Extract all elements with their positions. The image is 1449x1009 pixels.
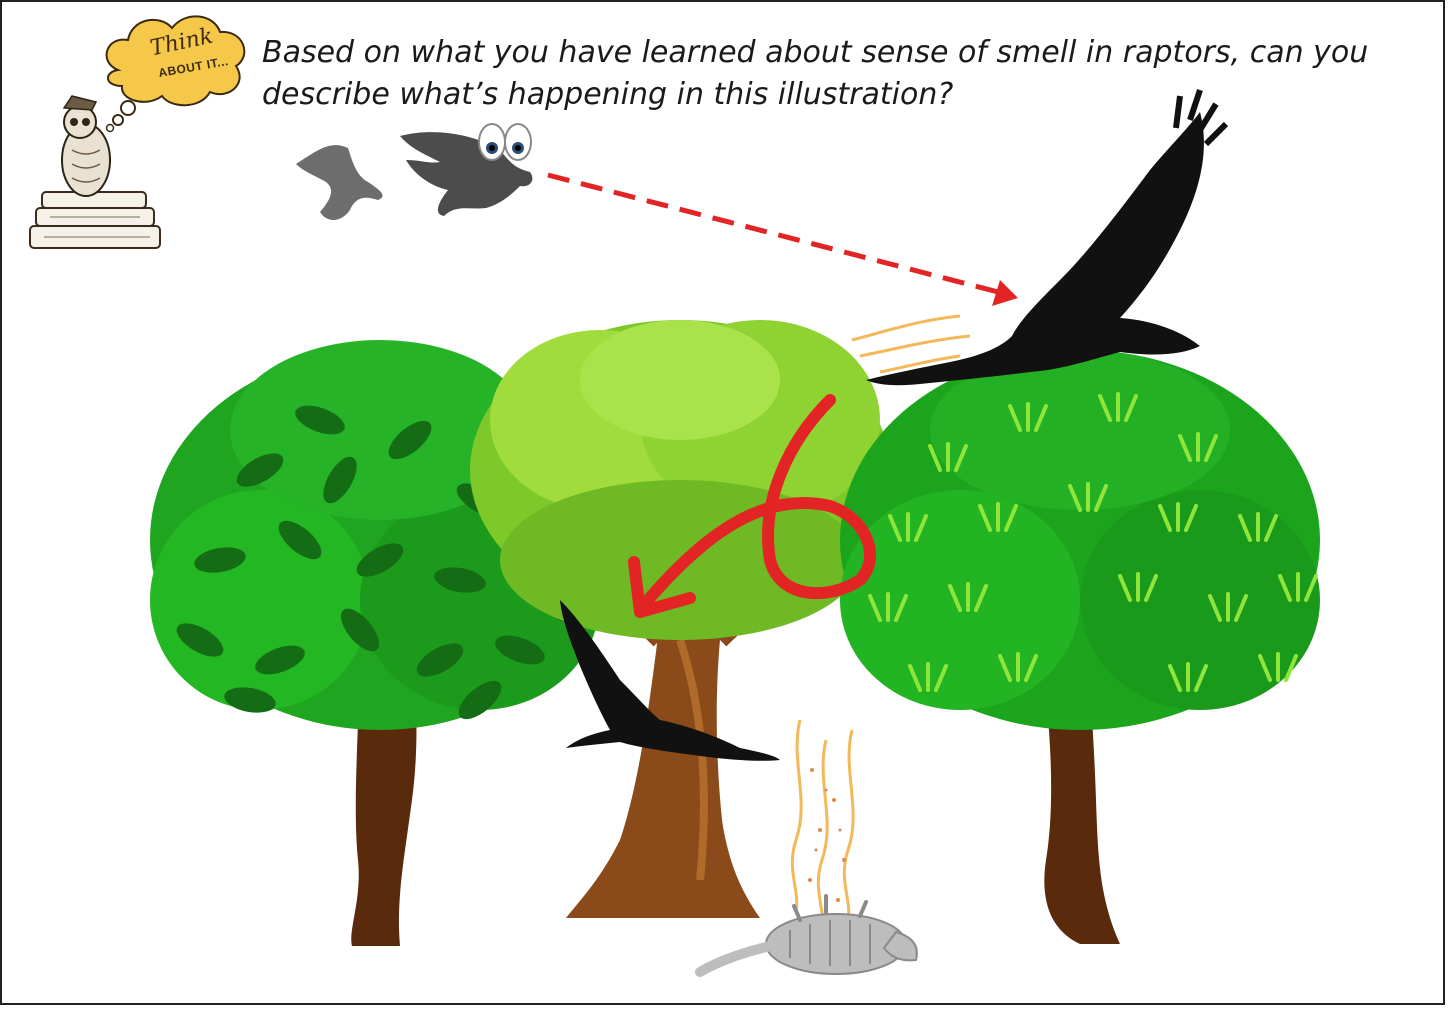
right-tree-icon — [840, 350, 1320, 944]
dashed-arrow-icon — [548, 175, 1018, 306]
vulture-large-icon — [866, 90, 1226, 385]
owl-on-books-icon — [30, 96, 160, 248]
eyes-icon — [479, 124, 531, 160]
crow-icon — [296, 145, 383, 220]
prompt-question: Based on what you have learned about sen… — [262, 32, 1412, 116]
scent-rising-icon — [792, 720, 853, 930]
